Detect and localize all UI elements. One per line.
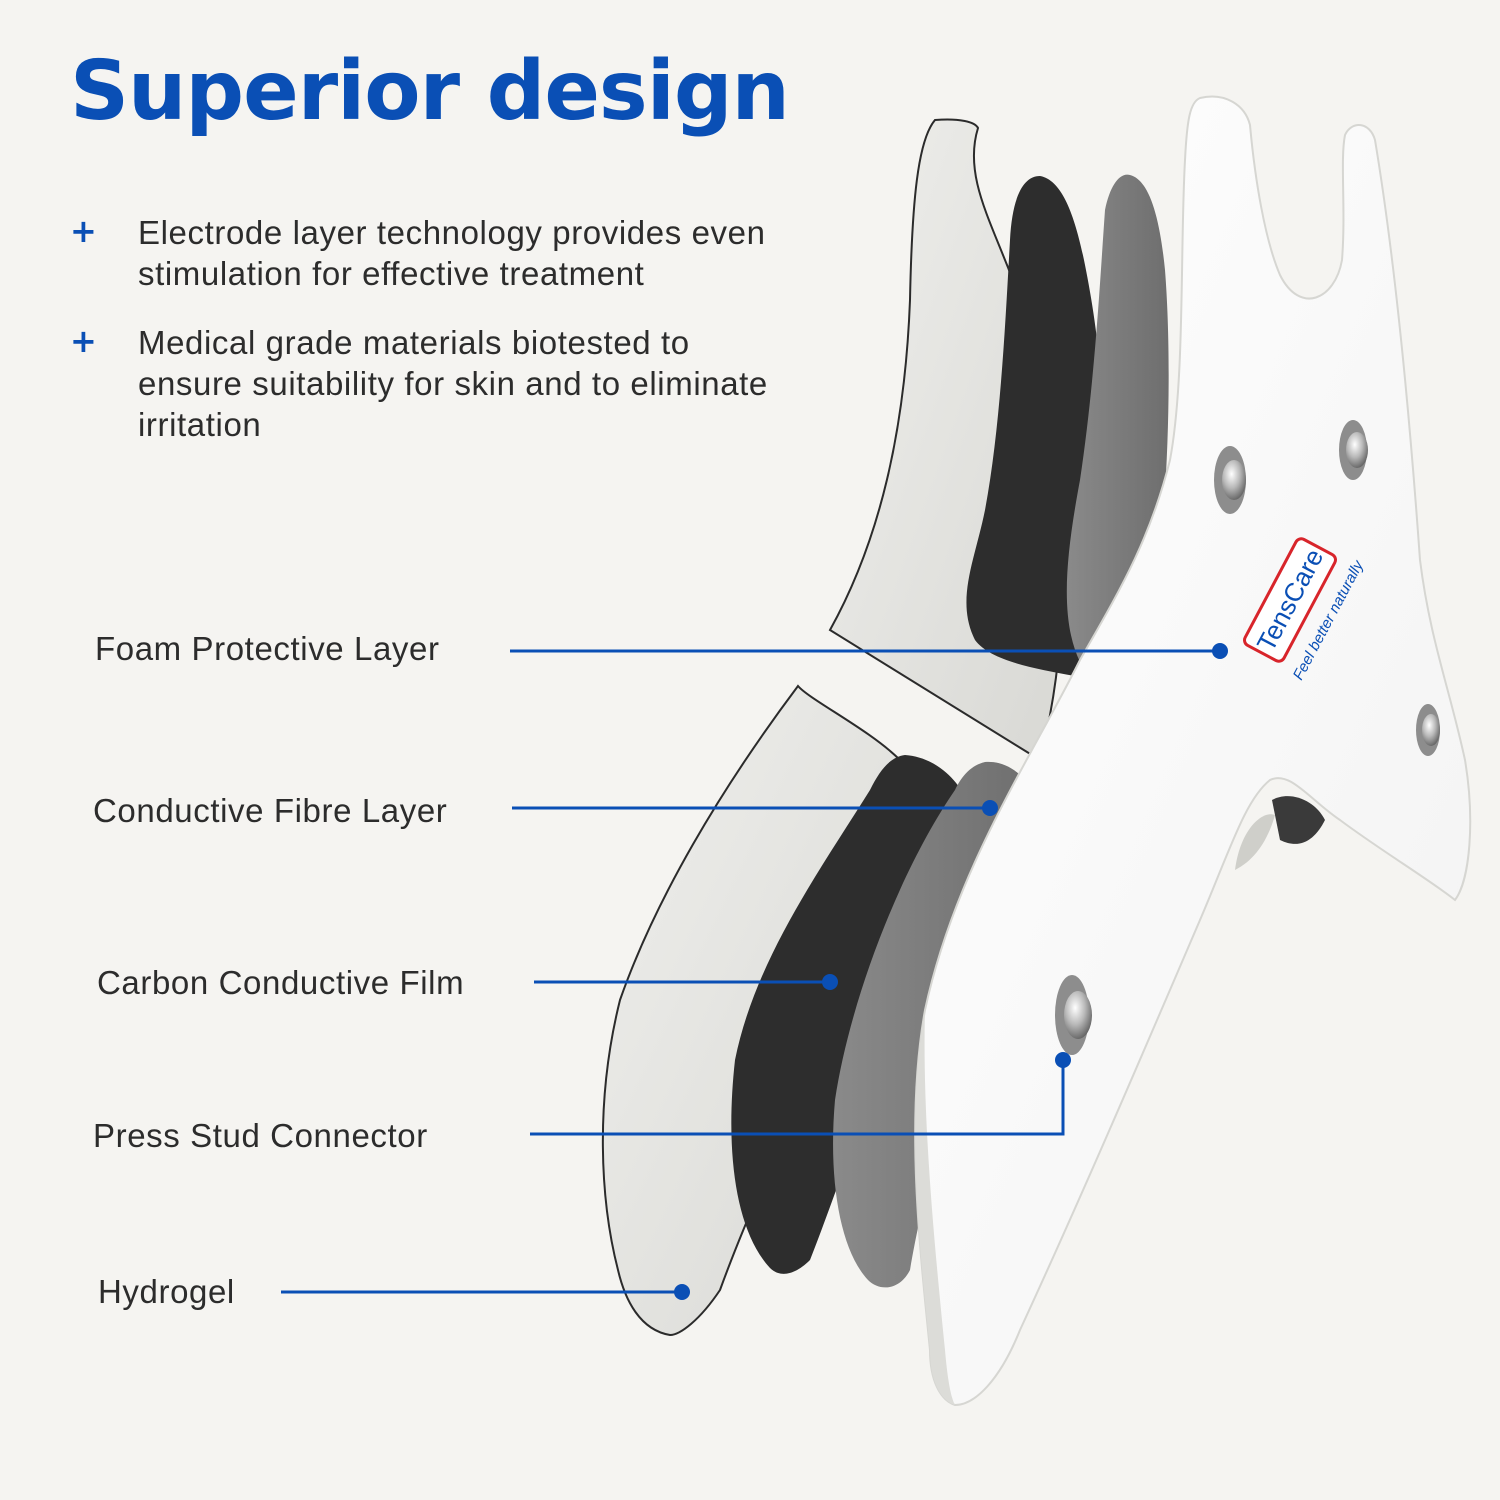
callout-label-fibre: Conductive Fibre Layer (93, 792, 448, 829)
callout-label-stud: Press Stud Connector (93, 1117, 428, 1154)
callout-dot-fibre (982, 800, 998, 816)
press-stud (1339, 420, 1368, 480)
plus-icon: + (70, 212, 97, 250)
callout-dot-hydrogel (674, 1284, 690, 1300)
plus-icon: + (70, 322, 97, 360)
feature-text: Electrode layer technology provides even… (138, 214, 766, 292)
feature-item: + Medical grade materials biotested to e… (70, 322, 870, 445)
callout-label-carbon: Carbon Conductive Film (97, 964, 465, 1001)
feature-item: + Electrode layer technology provides ev… (70, 212, 870, 294)
page-title: Superior design (70, 44, 790, 139)
feature-list: + Electrode layer technology provides ev… (70, 212, 870, 473)
press-stud (1214, 446, 1246, 514)
foam-protective-layer (914, 95, 1472, 1407)
callout-line-stud (530, 1060, 1065, 1136)
callout-label-foam: Foam Protective Layer (95, 630, 440, 667)
callout-label-hydrogel: Hydrogel (98, 1273, 235, 1310)
callout-dot-foam (1212, 643, 1228, 659)
press-stud (1055, 975, 1092, 1055)
feature-text: Medical grade materials biotested to ens… (138, 324, 768, 443)
callout-dot-carbon (822, 974, 838, 990)
press-stud (1416, 704, 1440, 756)
callout-dot-stud (1055, 1052, 1071, 1068)
